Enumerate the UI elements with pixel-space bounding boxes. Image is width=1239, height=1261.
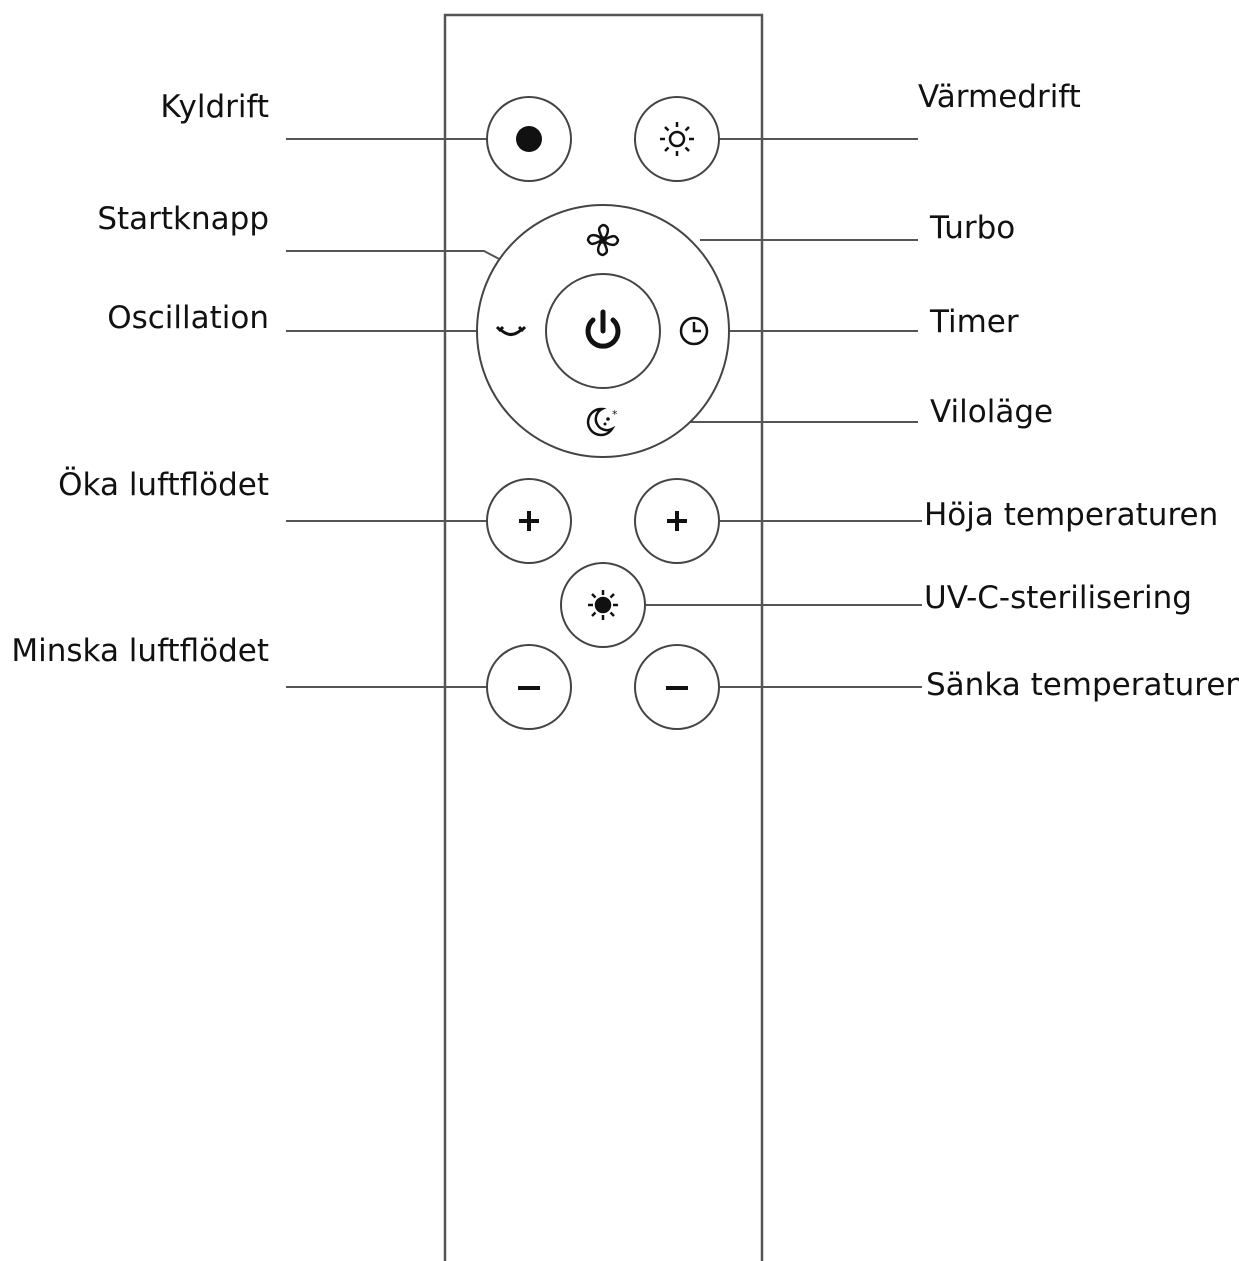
swing-arrow-icon bbox=[495, 325, 527, 336]
label-uvc-sterilisering: UV-C-sterilisering bbox=[924, 580, 1192, 616]
label-oka-luftflodet: Öka luftflödet bbox=[58, 467, 269, 503]
label-varmedrift: Värmedrift bbox=[918, 79, 1081, 115]
remote-body bbox=[443, 13, 764, 1261]
label-sanka-temperaturen: Sänka temperaturen bbox=[926, 667, 1239, 703]
filled-dot-icon bbox=[516, 126, 542, 152]
moon-stars-icon: * bbox=[586, 407, 618, 437]
label-hoja-temperaturen: Höja temperaturen bbox=[924, 497, 1219, 533]
label-kyldrift: Kyldrift bbox=[160, 89, 269, 125]
sleep-button[interactable]: * bbox=[583, 401, 623, 441]
uvc-button[interactable] bbox=[560, 562, 646, 648]
plus-icon bbox=[667, 511, 687, 531]
label-vilolage: Viloläge bbox=[930, 394, 1054, 430]
oscillation-button[interactable] bbox=[491, 311, 531, 351]
cool-button[interactable] bbox=[486, 96, 572, 182]
timer-button[interactable] bbox=[674, 311, 714, 351]
heat-button[interactable] bbox=[634, 96, 720, 182]
svg-text:*: * bbox=[612, 408, 618, 421]
clock-icon bbox=[679, 316, 709, 346]
temp-up-button[interactable] bbox=[634, 478, 720, 564]
plus-icon bbox=[519, 511, 539, 531]
sun-icon bbox=[660, 122, 694, 156]
leader-lines bbox=[286, 138, 922, 688]
airflow-up-button[interactable] bbox=[486, 478, 572, 564]
fan-icon bbox=[586, 223, 620, 257]
airflow-down-button[interactable] bbox=[486, 644, 572, 730]
label-oscillation: Oscillation bbox=[107, 300, 269, 336]
temp-down-button[interactable] bbox=[634, 644, 720, 730]
label-turbo: Turbo bbox=[930, 210, 1016, 246]
label-minska-luftflodet: Minska luftflödet bbox=[11, 633, 269, 669]
label-timer: Timer bbox=[930, 304, 1019, 340]
power-icon bbox=[585, 309, 621, 349]
turbo-button[interactable] bbox=[581, 218, 625, 262]
power-button[interactable] bbox=[545, 273, 661, 389]
uv-sun-icon bbox=[588, 590, 618, 620]
label-startknapp: Startknapp bbox=[97, 201, 269, 237]
